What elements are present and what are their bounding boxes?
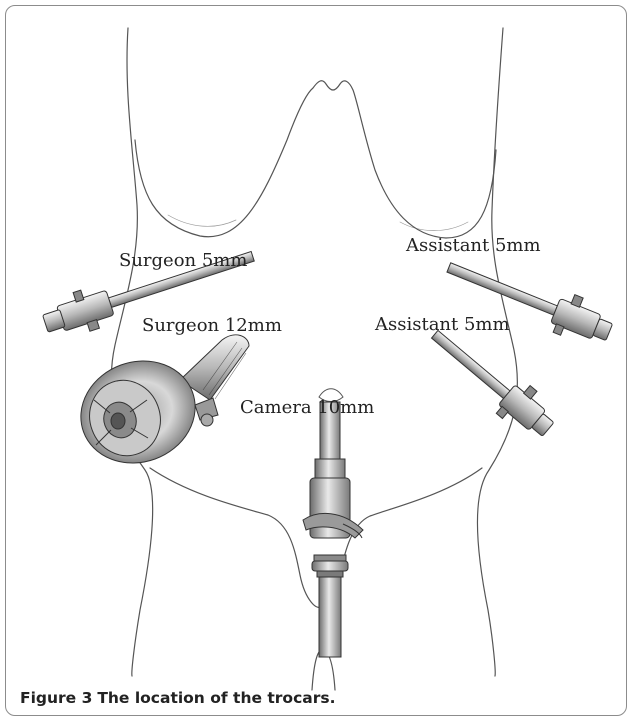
camera-trocar [303, 402, 363, 657]
label-surgeon-5mm: Surgeon 5mm [119, 250, 247, 271]
assistant-5mm-trocar-upper [441, 247, 618, 352]
label-camera-10mm: Camera 10mm [240, 397, 374, 418]
figure-caption-text: The location of the trocars. [97, 689, 335, 707]
label-assistant-5mm-lower: Assistant 5mm [374, 314, 510, 335]
figure-number: Figure 3 [20, 689, 92, 707]
label-surgeon-12mm: Surgeon 12mm [142, 315, 282, 336]
surgeon-12mm-trocar [66, 335, 249, 479]
figure-caption: Figure 3 The location of the trocars. [20, 689, 336, 707]
assistant-5mm-trocar-lower [421, 317, 562, 445]
label-assistant-5mm-upper: Assistant 5mm [405, 235, 541, 256]
